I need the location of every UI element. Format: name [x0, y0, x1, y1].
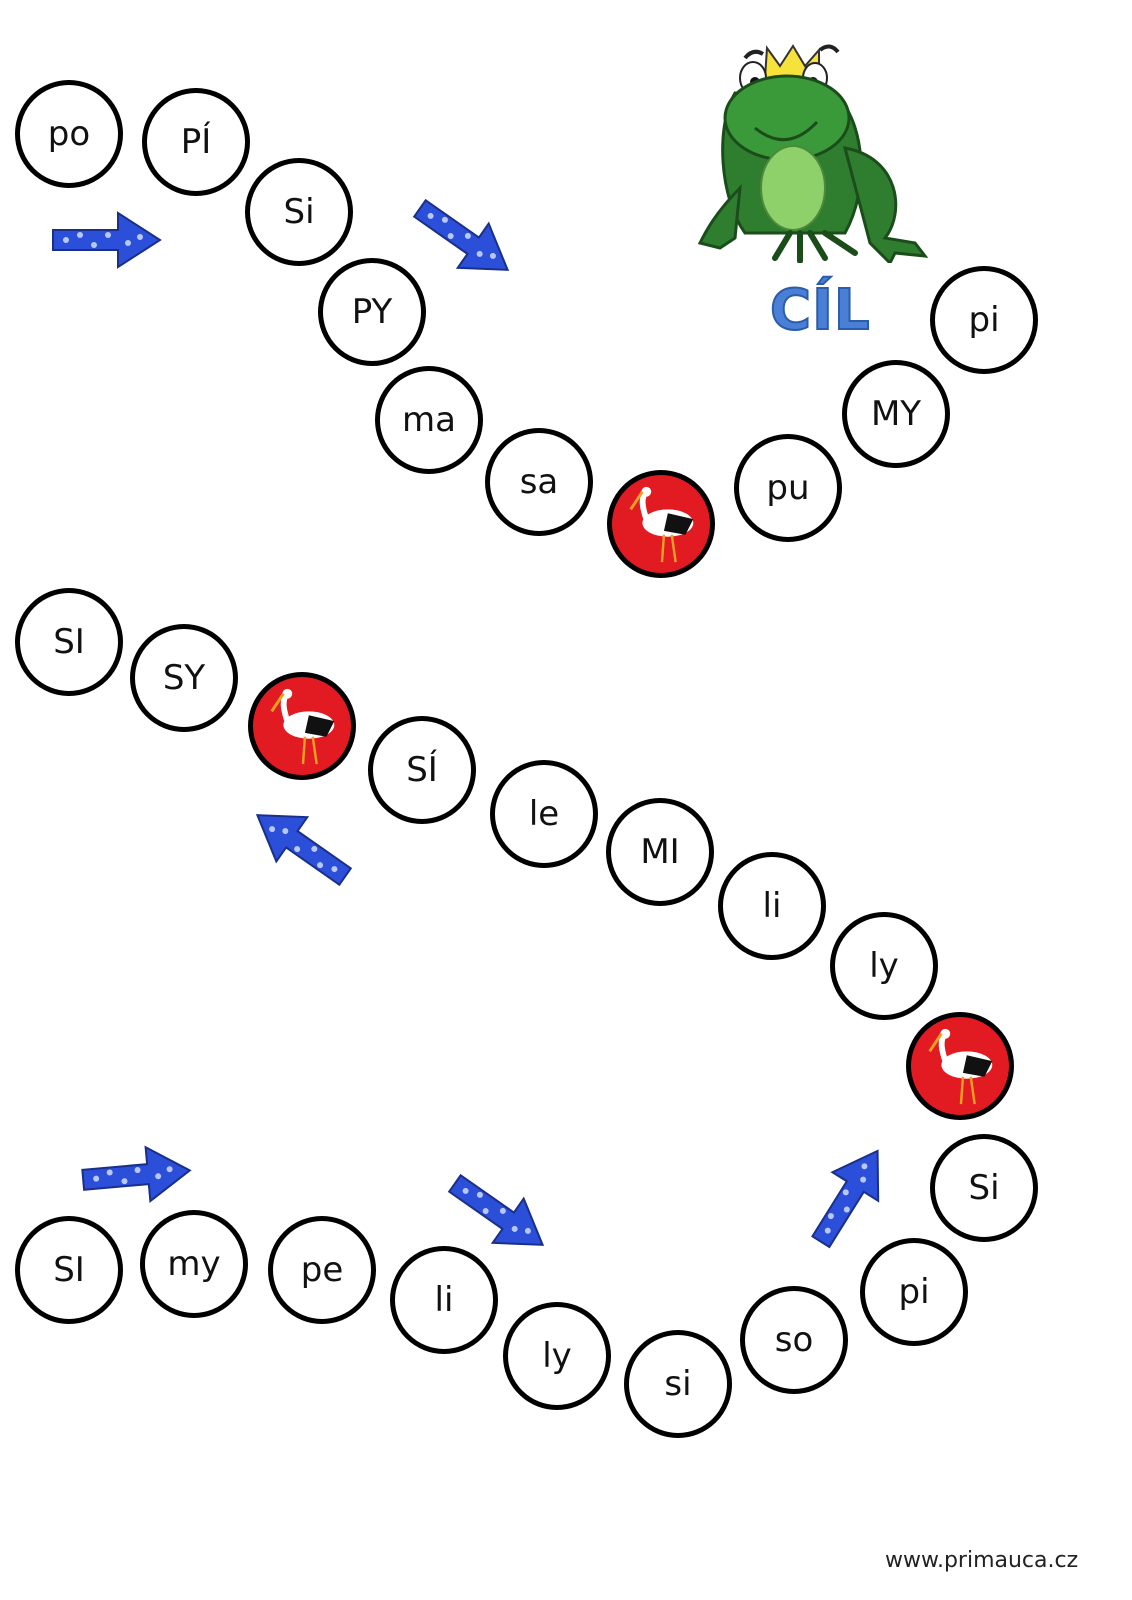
frog-prince-icon: [697, 44, 929, 263]
cell-syllable: ly: [542, 1336, 572, 1376]
stork-icon: [270, 688, 335, 765]
board-cell: pe: [268, 1216, 376, 1324]
board-cell: li: [390, 1246, 498, 1354]
board-cell: sa: [485, 428, 593, 536]
board-cell: Si: [245, 158, 353, 266]
blue-dotted-arrow-icon: [447, 1173, 545, 1246]
board-cell: pu: [734, 434, 842, 542]
cell-syllable: MI: [640, 832, 680, 872]
board-cell: si: [624, 1330, 732, 1438]
cell-syllable: li: [762, 886, 782, 926]
board-cell: PÍ: [142, 88, 250, 196]
board-cell: po: [15, 80, 123, 188]
goal-label: CÍL: [769, 277, 871, 344]
cell-syllable: SÍ: [406, 750, 438, 790]
board-cell: so: [740, 1286, 848, 1394]
cell-syllable: pu: [766, 468, 810, 508]
cell-syllable: le: [528, 794, 560, 834]
board-cell: pi: [860, 1238, 968, 1346]
cell-syllable: SY: [162, 658, 206, 698]
cell-syllable: SI: [53, 1250, 85, 1290]
board-cell: MY: [842, 360, 950, 468]
blue-dotted-arrow-icon: [412, 198, 510, 271]
cell-syllable: so: [774, 1320, 814, 1360]
cell-syllable: pe: [300, 1250, 344, 1290]
cell-syllable: Si: [968, 1168, 1000, 1208]
board-cell: Si: [930, 1134, 1038, 1242]
cell-syllable: MY: [870, 394, 922, 434]
blue-dotted-arrow-icon: [81, 1145, 192, 1203]
cell-syllable: ly: [869, 946, 899, 986]
cell-syllable: SI: [53, 622, 85, 662]
board-cell: SI: [15, 1216, 123, 1324]
stork-icon: [629, 486, 694, 563]
cell-syllable: PÍ: [180, 122, 212, 162]
cell-syllable: sa: [519, 462, 559, 502]
blue-dotted-arrow-icon: [52, 211, 162, 269]
board-cell: MI: [606, 798, 714, 906]
board-cell: SÍ: [368, 716, 476, 824]
cell-syllable: my: [167, 1244, 221, 1284]
stork-cell: [607, 470, 715, 578]
cell-syllable: po: [47, 114, 91, 154]
cell-syllable: pi: [898, 1272, 930, 1312]
cell-syllable: li: [434, 1280, 454, 1320]
cell-syllable: PY: [351, 292, 393, 332]
board-cell: le: [490, 760, 598, 868]
board-cell: li: [718, 852, 826, 960]
stork-cell: [906, 1012, 1014, 1120]
blue-dotted-arrow-icon: [255, 814, 353, 887]
stork-cell: [248, 672, 356, 780]
board-cell: SY: [130, 624, 238, 732]
footer-url: www.primauca.cz: [885, 1548, 1079, 1573]
cell-syllable: si: [664, 1364, 692, 1404]
board-cell: ma: [375, 366, 483, 474]
cell-syllable: ma: [402, 400, 456, 440]
board-cell: my: [140, 1210, 248, 1318]
board-cell: SI: [15, 588, 123, 696]
cell-syllable: Si: [283, 192, 315, 232]
blue-dotted-arrow-icon: [810, 1149, 880, 1249]
board-cell: ly: [830, 912, 938, 1020]
board-cell: pi: [930, 266, 1038, 374]
stork-icon: [928, 1028, 993, 1105]
cell-syllable: pi: [968, 300, 1000, 340]
board-cell: ly: [503, 1302, 611, 1410]
board-cell: PY: [318, 258, 426, 366]
